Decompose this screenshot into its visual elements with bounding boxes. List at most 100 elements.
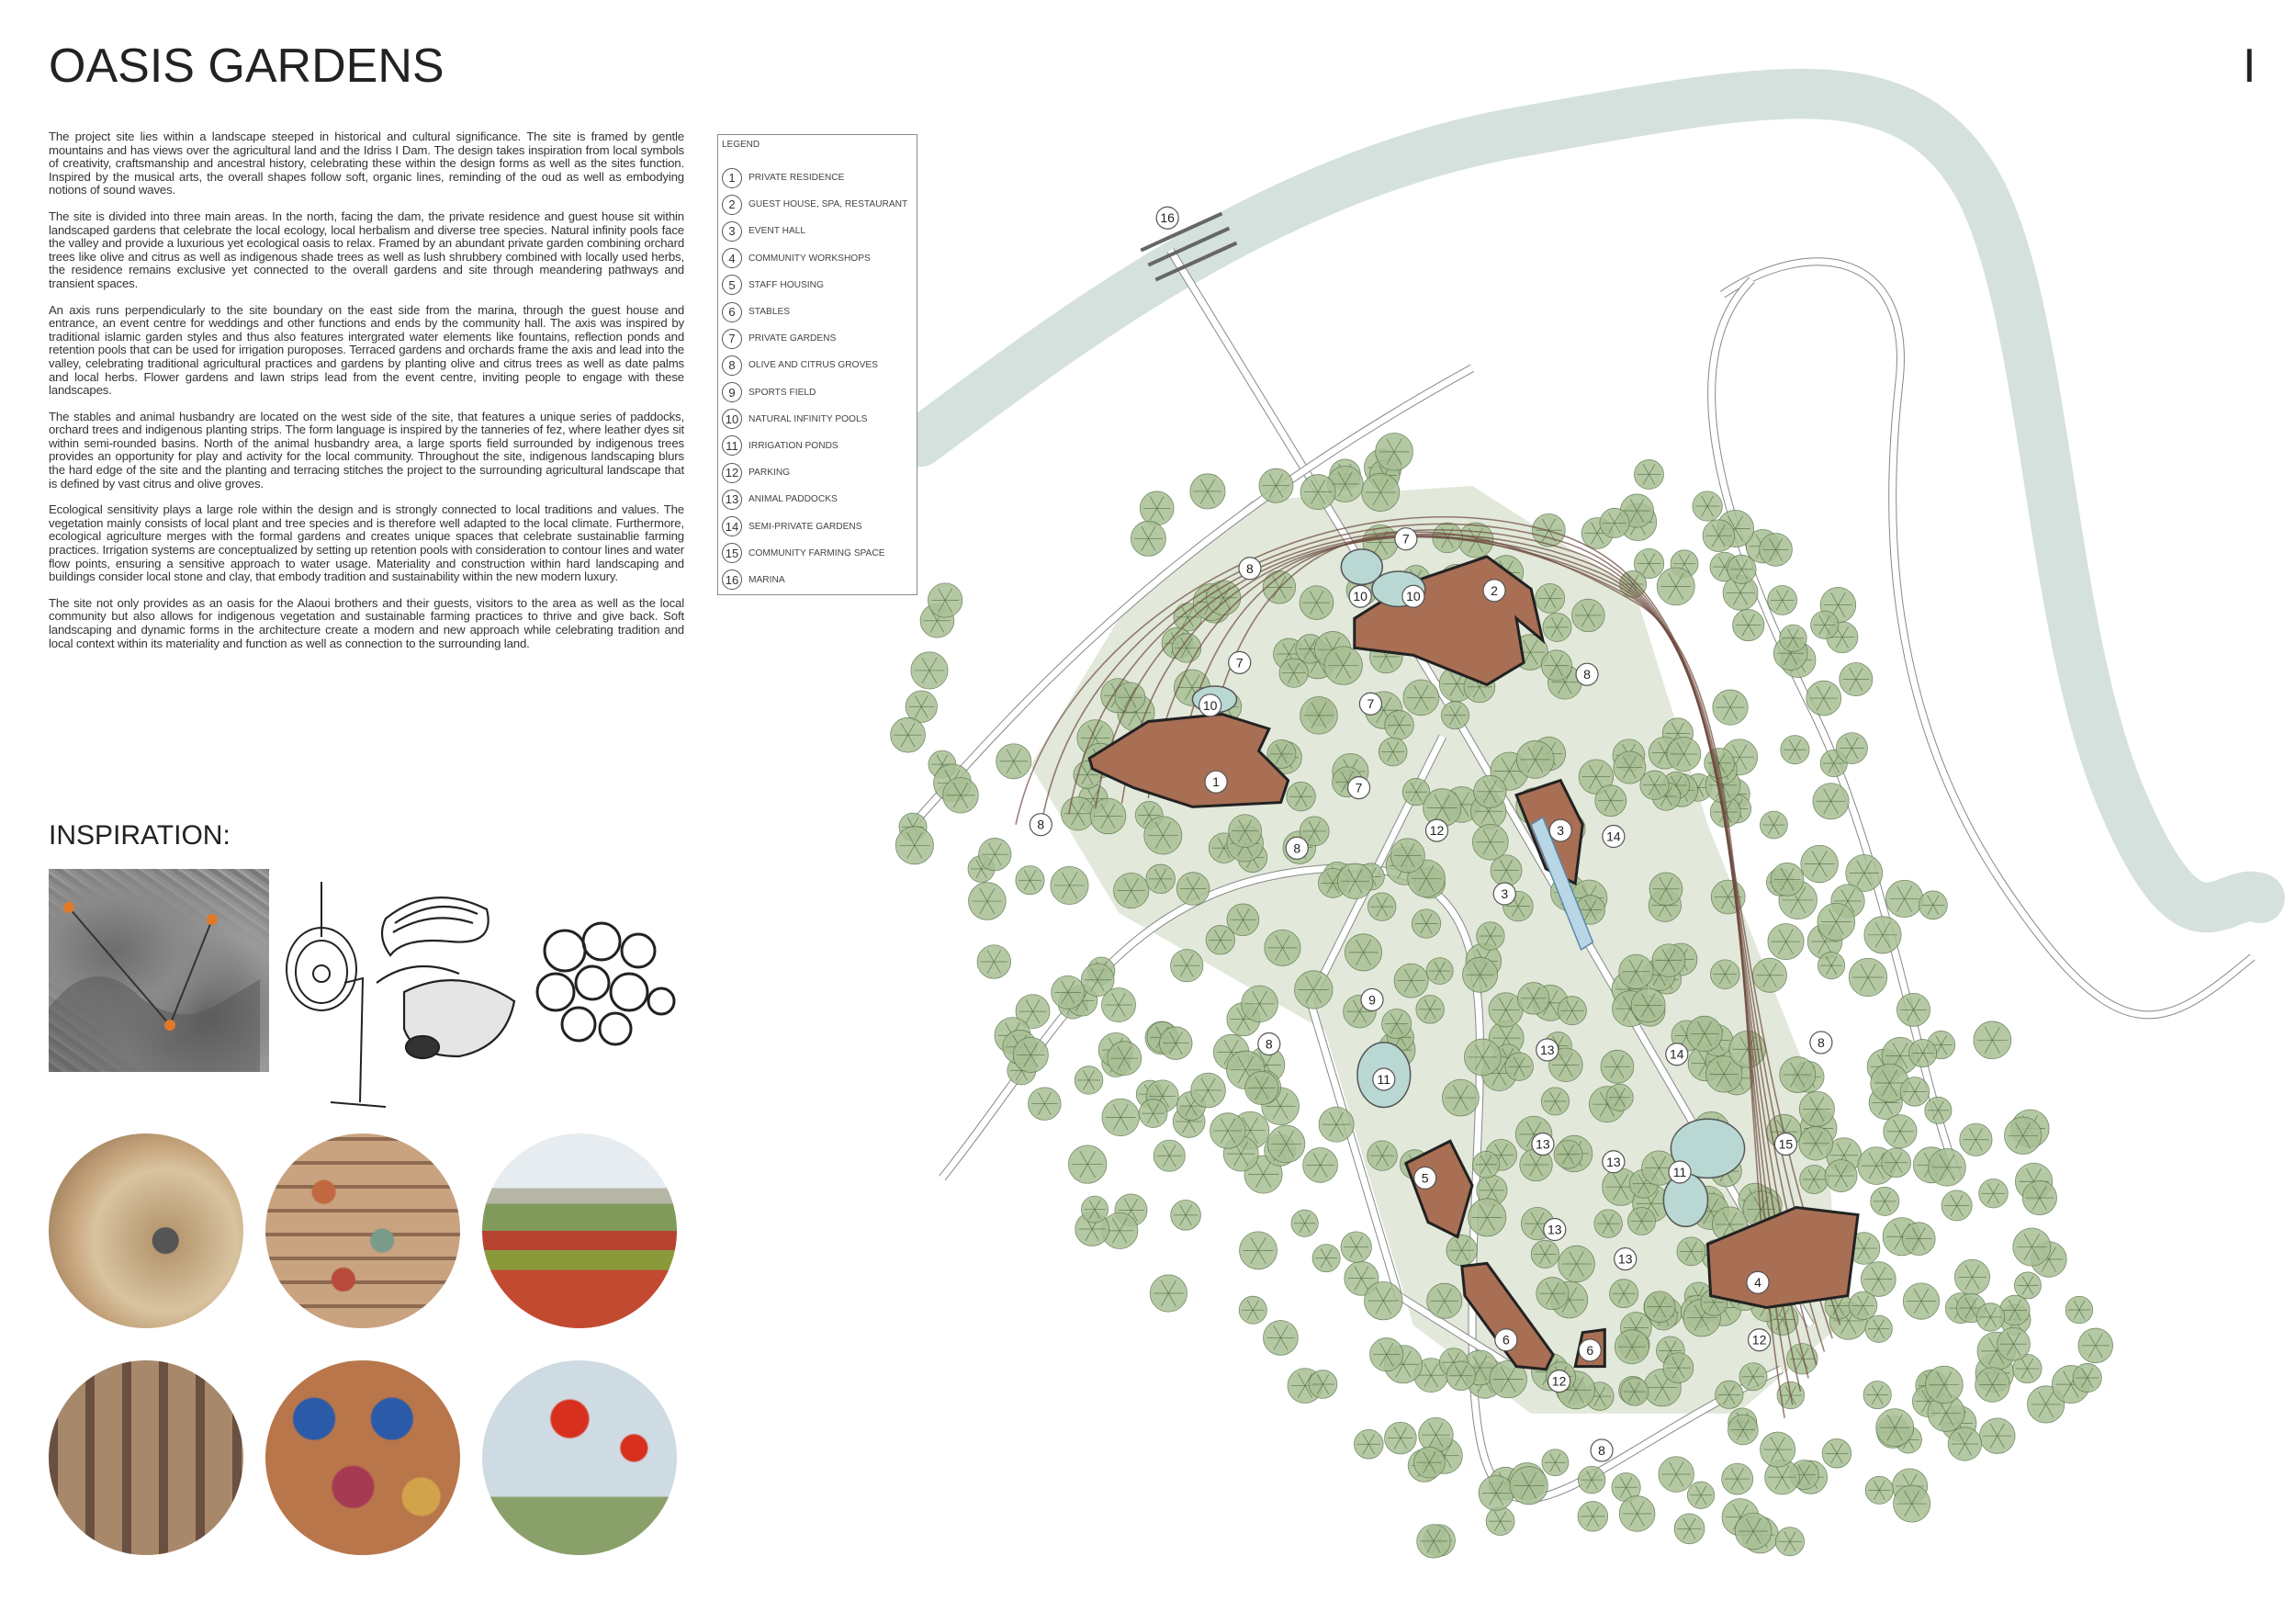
contour-line (1041, 523, 1833, 1339)
tree-icon (1839, 662, 1874, 696)
tree-icon (1226, 903, 1260, 937)
tree-icon (1113, 872, 1150, 909)
map-label: 13 (1531, 1132, 1555, 1156)
tree-icon (1381, 1009, 1412, 1040)
tree-icon (1300, 474, 1336, 511)
map-label: 3 (1492, 882, 1516, 906)
building (1460, 1261, 1555, 1371)
tree-icon (1361, 473, 1401, 512)
tree-icon (1975, 1367, 2010, 1403)
paragraph-ecology: Ecological sensitivity plays a large rol… (49, 502, 684, 584)
tree-icon (1159, 1026, 1193, 1060)
tree-icon (1780, 735, 1810, 765)
map-label-number: 5 (1422, 1170, 1429, 1185)
tree-icon (1875, 1408, 1915, 1448)
tree-icon (1375, 433, 1413, 471)
tree-icon (1924, 1096, 1953, 1124)
map-label-number: 7 (1236, 655, 1244, 670)
map-label-number: 2 (1491, 583, 1498, 598)
map-label-number: 10 (1406, 589, 1421, 603)
map-label: 4 (1746, 1270, 1770, 1294)
tree-icon (2072, 1363, 2102, 1393)
tree-icon (1081, 1195, 1109, 1224)
map-label-number: 3 (1501, 886, 1508, 901)
tree-icon (1153, 1139, 1186, 1172)
tree-icon (1997, 1326, 2031, 1361)
legend-label: EVENT HALL (748, 226, 806, 237)
tree-icon (1426, 1282, 1463, 1319)
tree-icon (910, 651, 949, 690)
map-label-circle (1228, 650, 1252, 674)
photo-oud (49, 1133, 243, 1328)
tree-icon (1190, 1072, 1226, 1109)
photo-ouds-hanging (49, 1360, 243, 1555)
tree-icon (1594, 784, 1627, 818)
tree-icon (1728, 1414, 1759, 1446)
map-label-circle (1614, 1246, 1638, 1271)
tree-icon (1299, 585, 1334, 620)
tree-icon (1239, 1231, 1277, 1270)
legend-number: 9 (722, 382, 742, 403)
tree-icon (1176, 872, 1210, 906)
tree-icon (1732, 609, 1765, 642)
tree-icon (1504, 1052, 1534, 1081)
map-label-number: 8 (1583, 667, 1591, 682)
tree-icon (1478, 1474, 1514, 1511)
tree-icon (1896, 992, 1930, 1027)
tree-icon (1649, 872, 1683, 907)
legend-label: NATURAL INFINITY POOLS (748, 413, 868, 424)
tree-icon (1050, 865, 1089, 905)
tree-icon (1774, 1527, 1805, 1557)
tree-icon (1089, 797, 1127, 835)
tree-icon (1824, 1159, 1858, 1192)
map-label-circle (1372, 1067, 1396, 1091)
map-label: 8 (1029, 813, 1052, 837)
tree-icon (1692, 491, 1723, 522)
tree-icon (2021, 1179, 2057, 1216)
map-label: 12 (1424, 818, 1449, 842)
tree-icon (1464, 1038, 1502, 1077)
legend-label: STAFF HOUSING (748, 279, 824, 290)
tree-icon (1402, 679, 1440, 716)
map-label: 7 (1394, 527, 1418, 551)
tree-icon (1517, 982, 1550, 1015)
building (1404, 1139, 1474, 1239)
legend-label: SEMI-PRIVATE GARDENS (748, 521, 862, 532)
photo-poppies (482, 1360, 677, 1555)
map-label-number: 7 (1367, 696, 1374, 711)
tree-icon (2004, 1116, 2043, 1155)
tree-icon (1848, 957, 1888, 998)
map-label-number: 9 (1368, 992, 1376, 1007)
map-label-number: 13 (1536, 1137, 1550, 1152)
tree-icon (1308, 1370, 1338, 1399)
map-label: 16 (1155, 206, 1179, 230)
tree-icon (1149, 1274, 1187, 1313)
tree-icon (1953, 1258, 1990, 1295)
tree-icon (1557, 996, 1587, 1026)
tree-icon (968, 882, 1007, 920)
map-label-number: 13 (1548, 1223, 1562, 1237)
legend-label: SPORTS FIELD (748, 387, 816, 398)
tree-icon (1727, 554, 1757, 584)
tree-icon (1205, 925, 1235, 955)
tree-icon (1656, 567, 1695, 606)
tree-icon (1170, 1200, 1201, 1231)
map-label-number: 6 (1503, 1333, 1510, 1348)
map-label-number: 13 (1540, 1043, 1555, 1057)
map-label: 8 (1590, 1438, 1614, 1462)
legend-number: 12 (722, 462, 742, 483)
tree-icon (1673, 1513, 1705, 1545)
tree-icon (1473, 774, 1507, 808)
tree-icon (1836, 732, 1868, 764)
tree-icon (1210, 1112, 1246, 1149)
tree-icon (1767, 585, 1797, 615)
paragraph-conclusion: The site not only provides as an oasis f… (49, 595, 684, 650)
pool (1670, 1118, 1746, 1179)
tree-icon (1530, 1239, 1559, 1269)
tree-icon (1107, 1041, 1142, 1076)
legend-label: COMMUNITY FARMING SPACE (748, 547, 885, 558)
map-label-circle (1668, 1160, 1692, 1184)
